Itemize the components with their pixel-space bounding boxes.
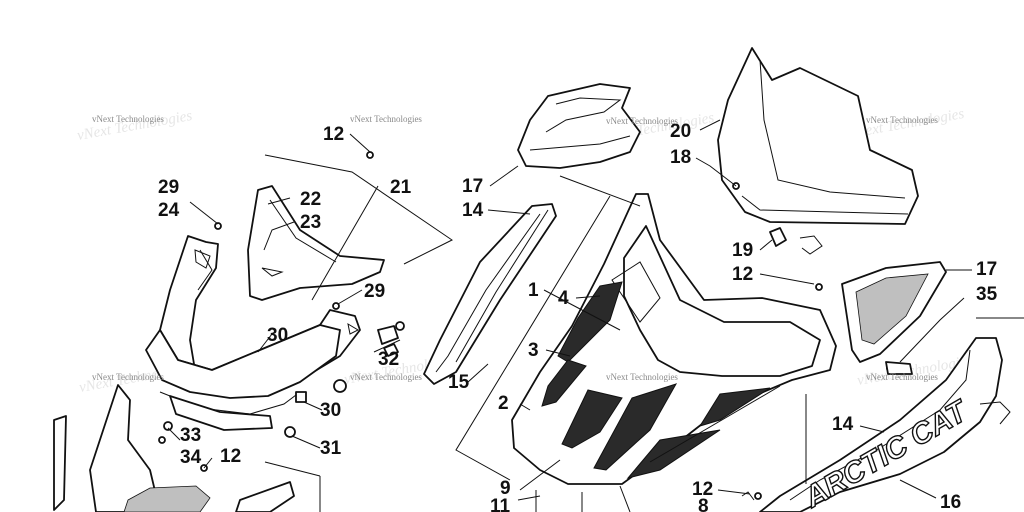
callout-label: 11 bbox=[490, 496, 511, 512]
callout-label: 3 bbox=[528, 340, 539, 361]
lower-left-parts bbox=[53, 384, 321, 512]
watermark-label: vNext Technologies bbox=[866, 372, 938, 382]
callout-label: 29 bbox=[364, 281, 385, 302]
watermark-label: vNext Technologies bbox=[92, 372, 164, 382]
callout-label: 32 bbox=[378, 349, 399, 370]
callout-label: 31 bbox=[320, 438, 342, 459]
callout-label: 12 bbox=[732, 264, 753, 285]
side-panel bbox=[247, 185, 385, 301]
callout-label: 22 bbox=[300, 189, 321, 210]
side-trim-strip bbox=[423, 203, 557, 385]
callout-label: 12 bbox=[220, 446, 241, 467]
callout-label: 29 bbox=[158, 177, 179, 198]
callout-label: 30 bbox=[320, 400, 341, 421]
callout-label: 12 bbox=[692, 479, 713, 500]
callout-label: 20 bbox=[670, 121, 691, 142]
callout-label: 21 bbox=[390, 177, 412, 198]
small-hardware bbox=[158, 151, 405, 472]
callout-label: 14 bbox=[462, 200, 484, 221]
nose-cowl bbox=[145, 235, 361, 431]
callout-label: 19 bbox=[732, 240, 753, 261]
watermark-label: vNext Technologies bbox=[606, 116, 678, 126]
windshield-clip bbox=[732, 182, 823, 291]
callout-label: 14 bbox=[832, 414, 854, 435]
callout-label: 35 bbox=[976, 284, 998, 305]
callout-label: 12 bbox=[323, 124, 344, 145]
callout-label: 24 bbox=[158, 200, 180, 221]
headlight-cover bbox=[517, 83, 641, 169]
callout-label: 34 bbox=[180, 447, 202, 468]
windshield bbox=[717, 47, 919, 225]
callout-label: 17 bbox=[976, 259, 997, 280]
watermark-label: vNext Technologies bbox=[606, 372, 678, 382]
callout-label: 23 bbox=[300, 212, 321, 233]
callout-label: 15 bbox=[448, 372, 470, 393]
callout-label: 17 bbox=[462, 176, 483, 197]
watermark-label: vNext Technologies bbox=[350, 372, 422, 382]
leader-lines bbox=[167, 119, 972, 501]
callout-label: 30 bbox=[267, 325, 288, 346]
hood bbox=[511, 193, 837, 485]
watermark-label: vNext Technologies bbox=[92, 114, 164, 124]
callout-label: 2 bbox=[498, 393, 509, 414]
lower-center-lines bbox=[535, 394, 807, 512]
callout-label: 16 bbox=[940, 492, 961, 512]
watermarks: vNext Technologies vNext Technologies vN… bbox=[92, 114, 938, 382]
callout-label: 8 bbox=[698, 496, 709, 512]
callout-label: 4 bbox=[558, 288, 569, 309]
callouts: 12 29 24 21 22 23 29 30 32 30 31 33 34 1… bbox=[158, 121, 998, 512]
side-vent bbox=[841, 261, 947, 375]
callout-label: 9 bbox=[500, 478, 511, 499]
callout-label: 33 bbox=[180, 425, 201, 446]
watermark-label: vNext Technologies bbox=[350, 114, 422, 124]
watermark-label: vNext Technologies bbox=[866, 115, 938, 125]
callout-label: 18 bbox=[670, 147, 691, 168]
callout-label: 1 bbox=[528, 280, 539, 301]
